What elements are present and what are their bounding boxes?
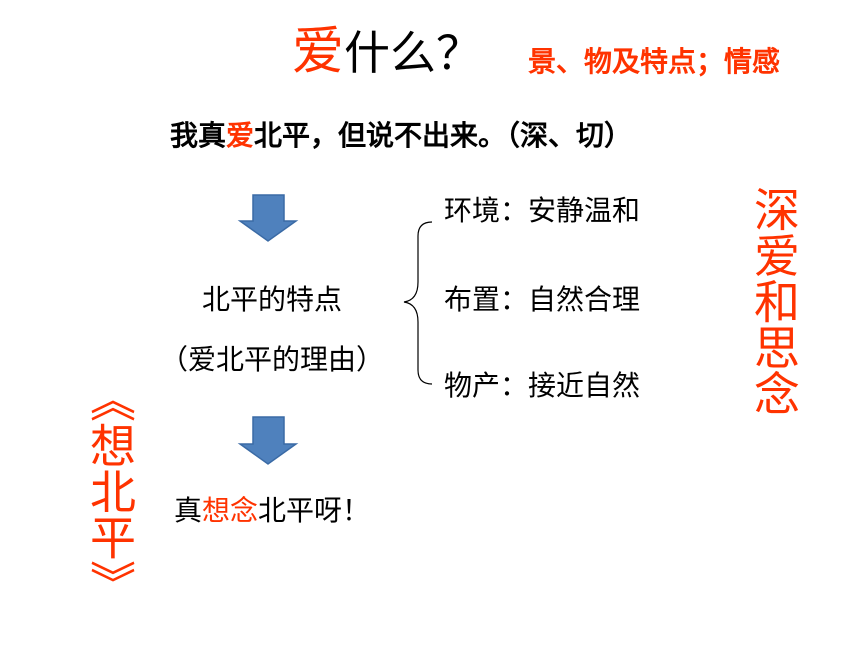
features-subtitle: （爱北平的理由） xyxy=(160,343,385,376)
conclusion-keyword: 想念 xyxy=(202,494,259,527)
conclusion-sentence: 真想念北平呀！ xyxy=(174,492,370,530)
feature-item-environment: 环境：安静温和 xyxy=(444,194,641,227)
features-title: 北平的特点 xyxy=(202,283,343,316)
conclusion-before: 真 xyxy=(174,494,203,527)
title-rest: 什么？ xyxy=(344,26,483,80)
conclusion-after: 北平呀！ xyxy=(258,494,371,527)
title-keyword: 爱 xyxy=(292,22,345,82)
curly-brace xyxy=(403,221,433,385)
quote-sentence: 我真爱北平，但说不出来。（深、切） xyxy=(170,116,632,156)
feature-item-layout: 布置：自然合理 xyxy=(444,283,641,316)
feature-item-produce: 物产：接近自然 xyxy=(444,369,641,402)
down-arrow-1 xyxy=(237,194,299,242)
title-note: 景、物及特点；情感 xyxy=(528,45,781,78)
sentence-after: 北平，但说不出来。（深、切） xyxy=(254,119,633,152)
book-title-vertical: 《想北平》 xyxy=(83,376,137,606)
slide-title: 爱什么？ xyxy=(292,22,482,83)
emotion-vertical-label: 深爱和思念 xyxy=(747,186,801,416)
down-arrow-2 xyxy=(237,416,299,465)
sentence-keyword: 爱 xyxy=(226,119,255,152)
sentence-before: 我真 xyxy=(170,119,227,152)
